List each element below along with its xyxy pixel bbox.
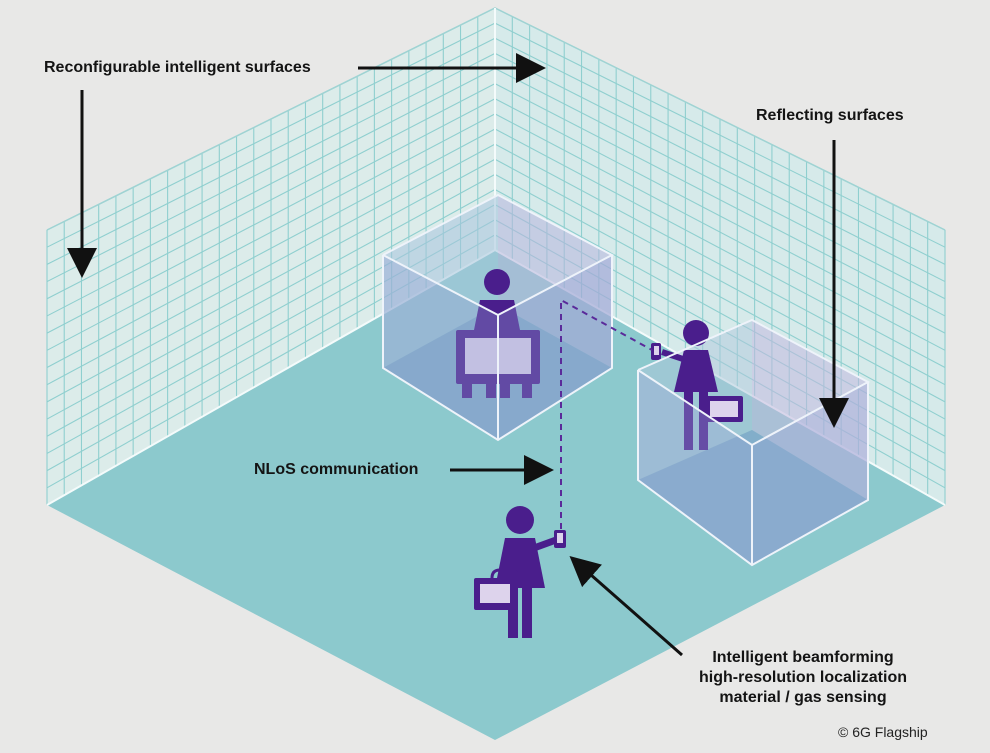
- label-ris: Reconfigurable intelligent surfaces: [44, 59, 311, 76]
- copyright-notice: © 6G Flagship: [838, 724, 928, 740]
- glass-box-right: [637, 318, 871, 567]
- beamforming-line-2: high-resolution localization: [699, 669, 907, 686]
- beamforming-line-3: material / gas sensing: [719, 689, 887, 706]
- label-beamforming: Intelligent beamforming high-resolution …: [672, 648, 934, 708]
- beamforming-line-1: Intelligent beamforming: [712, 649, 894, 666]
- arrow-beamforming: [569, 556, 683, 657]
- floor: [47, 250, 945, 740]
- person-with-phone-icon: [651, 320, 743, 450]
- nlos-signal-path: [560, 298, 653, 540]
- person-with-briefcase-icon: [474, 506, 566, 638]
- label-reflecting-surfaces: Reflecting surfaces: [756, 107, 904, 124]
- label-nlos: NLoS communication: [254, 461, 419, 478]
- glass-box-left: [382, 193, 615, 442]
